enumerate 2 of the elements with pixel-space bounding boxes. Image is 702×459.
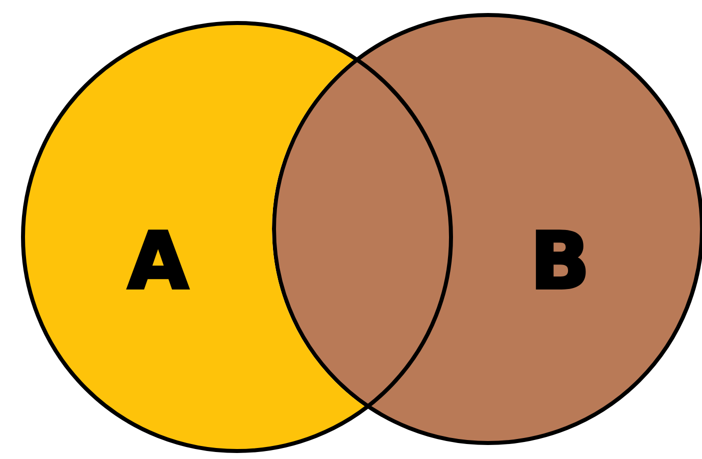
- set-label: B: [530, 223, 590, 301]
- set-label: A: [128, 223, 188, 301]
